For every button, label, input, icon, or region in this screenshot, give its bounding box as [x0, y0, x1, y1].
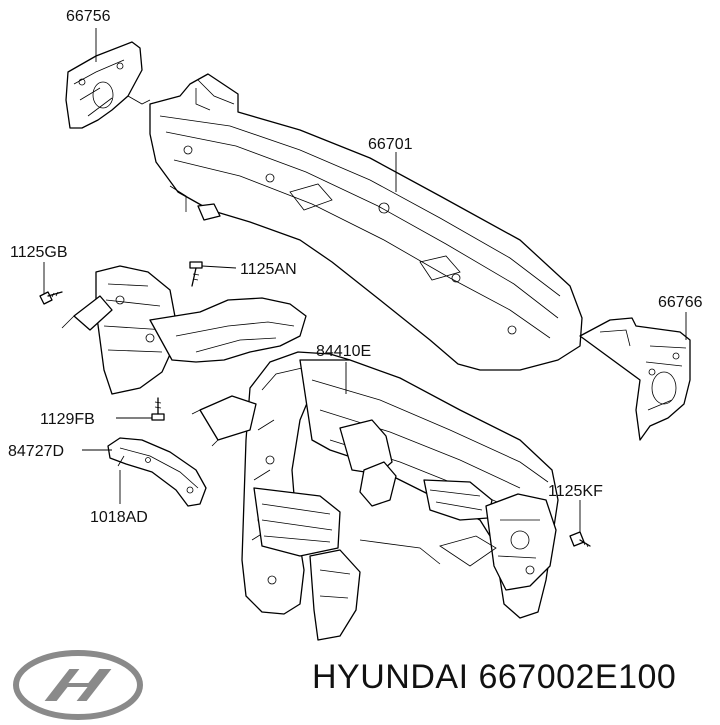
bolt-1129fb-drawing — [151, 397, 165, 421]
label-1125an: 1125AN — [240, 261, 297, 278]
bolt-1125gb-drawing — [39, 291, 63, 305]
label-66766: 66766 — [658, 294, 703, 311]
label-1125gb: 1125GB — [10, 244, 68, 261]
leader-lines — [43, 28, 687, 532]
label-84410e: 84410E — [316, 343, 371, 360]
label-66756: 66756 — [66, 8, 111, 25]
cowl-panel-66701-drawing — [149, 73, 583, 371]
label-1125kf: 1125KF — [548, 483, 603, 500]
hyundai-logo-icon — [13, 650, 143, 720]
dash-frame-84410e-drawing — [191, 351, 559, 641]
label-84727d: 84727D — [8, 443, 64, 460]
bolt-1125an-drawing — [189, 261, 203, 287]
bolt-1125kf-drawing — [569, 531, 591, 548]
left-bracket-assembly-drawing — [61, 265, 307, 395]
label-66701: 66701 — [368, 136, 413, 153]
bracket-84727d-drawing — [107, 437, 207, 507]
brand-part-number: HYUNDAI 667002E100 — [312, 658, 677, 696]
bracket-66766-drawing — [579, 317, 691, 441]
label-1018ad: 1018AD — [90, 509, 148, 526]
bracket-66756-drawing — [65, 41, 151, 129]
label-1129fb: 1129FB — [40, 411, 95, 428]
